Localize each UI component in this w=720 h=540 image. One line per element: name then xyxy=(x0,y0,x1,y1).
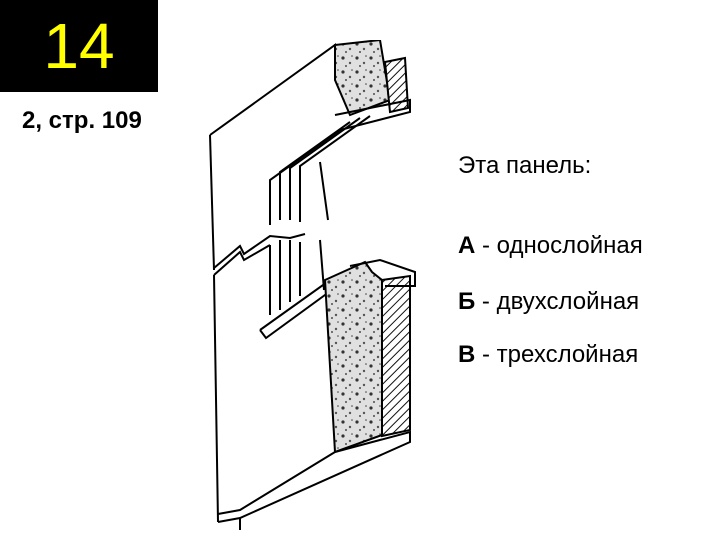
lower-panel-part xyxy=(213,239,416,530)
page-reference: 2, стр. 109 xyxy=(22,107,142,134)
option-letter: Б xyxy=(458,288,476,315)
slide-number-badge: 14 xyxy=(0,0,158,92)
option-letter: А xyxy=(458,232,476,259)
answer-option-v[interactable]: В - трехслойная xyxy=(458,341,638,369)
question-prompt: Эта панель: xyxy=(458,152,592,179)
option-letter: В xyxy=(458,341,476,368)
option-text: - двухслойная xyxy=(475,288,640,315)
option-text: - трехслойная xyxy=(475,341,639,368)
option-text: - однослойная xyxy=(475,232,643,259)
answer-option-b[interactable]: Б - двухслойная xyxy=(458,288,639,316)
slide-number: 14 xyxy=(43,10,115,82)
panel-section-drawing xyxy=(209,40,416,530)
answer-option-a[interactable]: А - однослойная xyxy=(458,232,643,260)
upper-panel-part xyxy=(209,40,411,271)
